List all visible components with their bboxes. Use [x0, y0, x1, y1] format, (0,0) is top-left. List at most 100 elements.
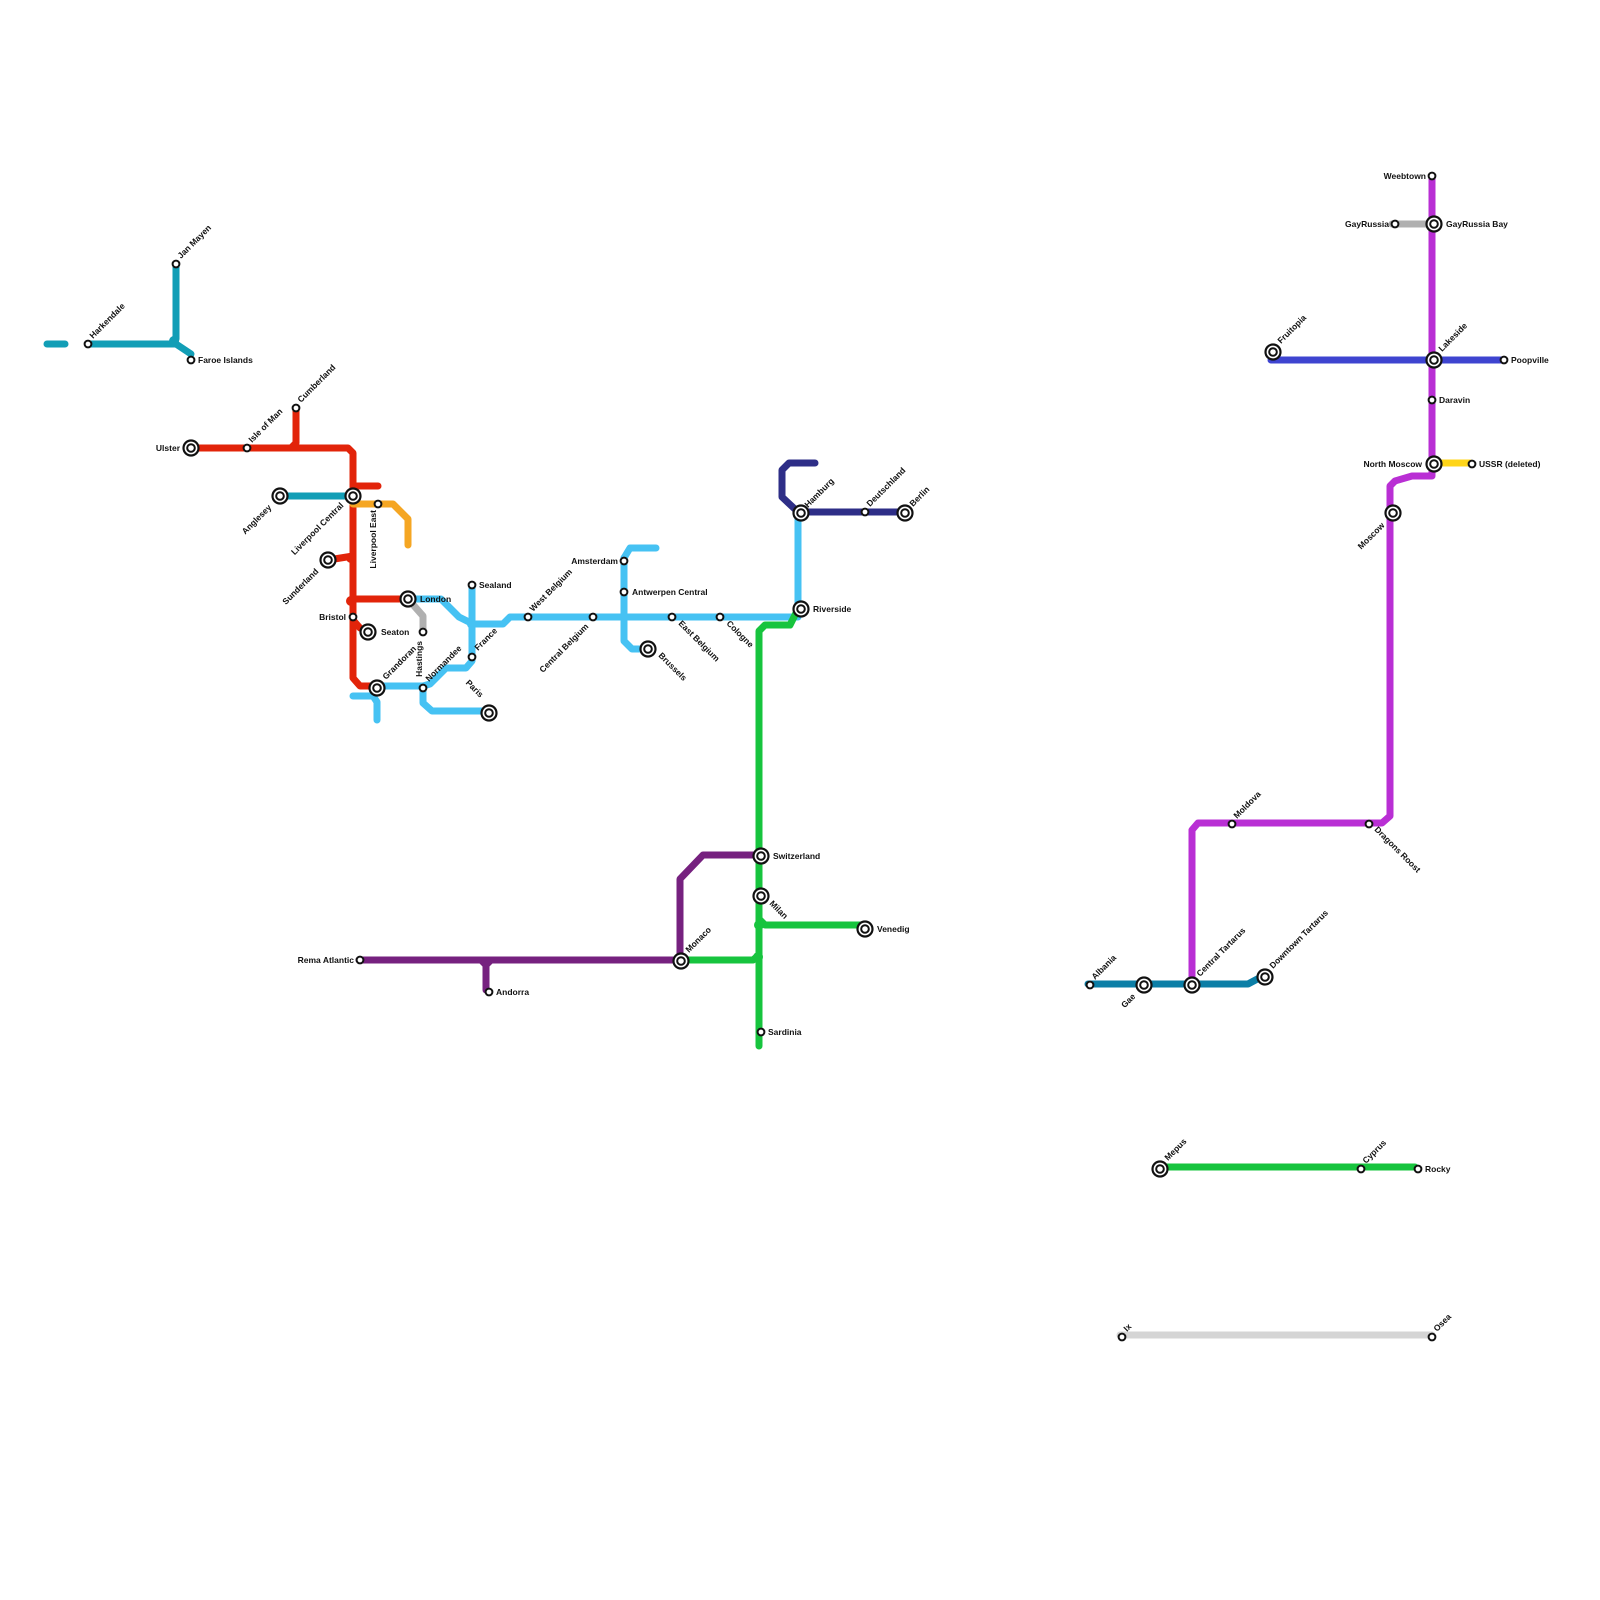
station-gayrussia[interactable] — [1390, 219, 1400, 229]
station-poopville[interactable] — [1499, 355, 1509, 365]
station-cologne[interactable] — [715, 612, 725, 622]
station-monaco[interactable] — [672, 952, 690, 970]
station-seaton[interactable] — [359, 623, 377, 641]
station-ussr-deleted[interactable] — [1467, 459, 1477, 469]
station-dot — [1427, 395, 1437, 405]
station-label-seaton: Seaton — [381, 627, 409, 637]
station-france[interactable] — [467, 652, 477, 662]
station-central-belgium[interactable] — [588, 612, 598, 622]
station-berlin[interactable] — [896, 504, 914, 522]
station-dot — [418, 683, 428, 693]
station-label-rema-atlantic: Rema Atlantic — [298, 955, 355, 965]
station-dot — [1467, 459, 1477, 469]
station-sardinia[interactable] — [756, 1027, 766, 1037]
station-label-riverside: Riverside — [813, 604, 852, 614]
station-liverpool-central[interactable] — [344, 487, 362, 505]
junction-6 — [481, 957, 491, 967]
station-dot — [1427, 1332, 1437, 1342]
station-label-anglesey: Anglesey — [240, 502, 274, 536]
station-dot — [588, 612, 598, 622]
station-moscow[interactable] — [1384, 504, 1402, 522]
station-liverpool-east[interactable] — [373, 499, 383, 509]
station-central-tartarus[interactable] — [1183, 976, 1201, 994]
station-mepus[interactable] — [1151, 1160, 1169, 1178]
station-harkendale[interactable] — [83, 339, 93, 349]
continental-line-segment-5 — [620, 544, 660, 562]
station-faroe-islands[interactable] — [186, 355, 196, 365]
station-label-gayrussia: GayRussia — [1345, 219, 1389, 229]
station-hastings[interactable] — [418, 627, 428, 637]
station-osea[interactable] — [1427, 1332, 1437, 1342]
station-label-poopville: Poopville — [1511, 355, 1549, 365]
station-dot — [291, 403, 301, 413]
station-label-isle-of-man: Isle of Man — [246, 406, 284, 444]
station-moldova[interactable] — [1227, 819, 1237, 829]
station-dot — [355, 955, 365, 965]
station-label-osea: Osea — [1431, 1311, 1453, 1333]
station-anglesey[interactable] — [271, 487, 289, 505]
station-west-belgium[interactable] — [523, 612, 533, 622]
station-lakeside[interactable] — [1425, 351, 1443, 369]
station-normandee[interactable] — [418, 683, 428, 693]
station-jan-mayen[interactable] — [171, 259, 181, 269]
station-label-antwerpen-central: Antwerpen Central — [632, 587, 708, 597]
interchange-core — [275, 491, 285, 501]
station-cumberland[interactable] — [291, 403, 301, 413]
station-east-belgium[interactable] — [667, 612, 677, 622]
station-label-weebtown: Weebtown — [1384, 171, 1426, 181]
station-north-moscow[interactable] — [1425, 455, 1443, 473]
station-sealand[interactable] — [467, 580, 477, 590]
station-isle-of-man[interactable] — [242, 443, 252, 453]
station-rocky[interactable] — [1413, 1164, 1423, 1174]
station-label-sealand: Sealand — [479, 580, 512, 590]
station-rema-atlantic[interactable] — [355, 955, 365, 965]
station-sunderland[interactable] — [319, 551, 337, 569]
station-ulster[interactable] — [182, 439, 200, 457]
station-brussels[interactable] — [639, 640, 657, 658]
station-riverside[interactable] — [792, 600, 810, 618]
station-dot — [348, 612, 358, 622]
station-venedig[interactable] — [856, 920, 874, 938]
station-dot — [1356, 1164, 1366, 1174]
station-switzerland[interactable] — [752, 847, 770, 865]
station-ix[interactable] — [1117, 1332, 1127, 1342]
station-milan[interactable] — [752, 887, 770, 905]
station-gae[interactable] — [1135, 976, 1153, 994]
rema-line-segment-1 — [355, 851, 763, 964]
station-bristol[interactable] — [348, 612, 358, 622]
station-label-venedig: Venedig — [877, 924, 910, 934]
station-dot — [1413, 1164, 1423, 1174]
station-label-harkendale: Harkendale — [87, 301, 127, 341]
station-weebtown[interactable] — [1427, 171, 1437, 181]
interchange-core — [860, 924, 870, 934]
station-grandoran[interactable] — [368, 679, 386, 697]
station-hamburg[interactable] — [792, 504, 810, 522]
interchange-core — [348, 491, 358, 501]
interchange-core — [1429, 355, 1439, 365]
station-label-hamburg: Hamburg — [802, 476, 835, 509]
station-paris[interactable] — [480, 704, 498, 722]
station-amsterdam[interactable] — [619, 556, 629, 566]
continental-line-segment-1 — [404, 508, 802, 628]
interchange-core — [1429, 459, 1439, 469]
station-antwerpen-central[interactable] — [619, 587, 629, 597]
station-label-lakeside: Lakeside — [1436, 320, 1469, 353]
station-daravin[interactable] — [1427, 395, 1437, 405]
station-deutschland[interactable] — [860, 507, 870, 517]
station-gayrussia-bay[interactable] — [1425, 215, 1443, 233]
station-fruitopia[interactable] — [1264, 343, 1282, 361]
station-albania[interactable] — [1085, 980, 1095, 990]
station-label-downtown-tartarus: Downtown Tartarus — [1267, 907, 1330, 970]
interchange-core — [1155, 1164, 1165, 1174]
station-label-cumberland: Cumberland — [295, 362, 337, 404]
station-label-brussels: Brussels — [657, 650, 690, 683]
station-cyprus[interactable] — [1356, 1164, 1366, 1174]
station-dot — [1085, 980, 1095, 990]
station-london[interactable] — [399, 590, 417, 608]
station-downtown-tartarus[interactable] — [1256, 968, 1274, 986]
station-dragons-roost[interactable] — [1364, 819, 1374, 829]
junction-4 — [619, 612, 629, 622]
station-andorra[interactable] — [484, 987, 494, 997]
